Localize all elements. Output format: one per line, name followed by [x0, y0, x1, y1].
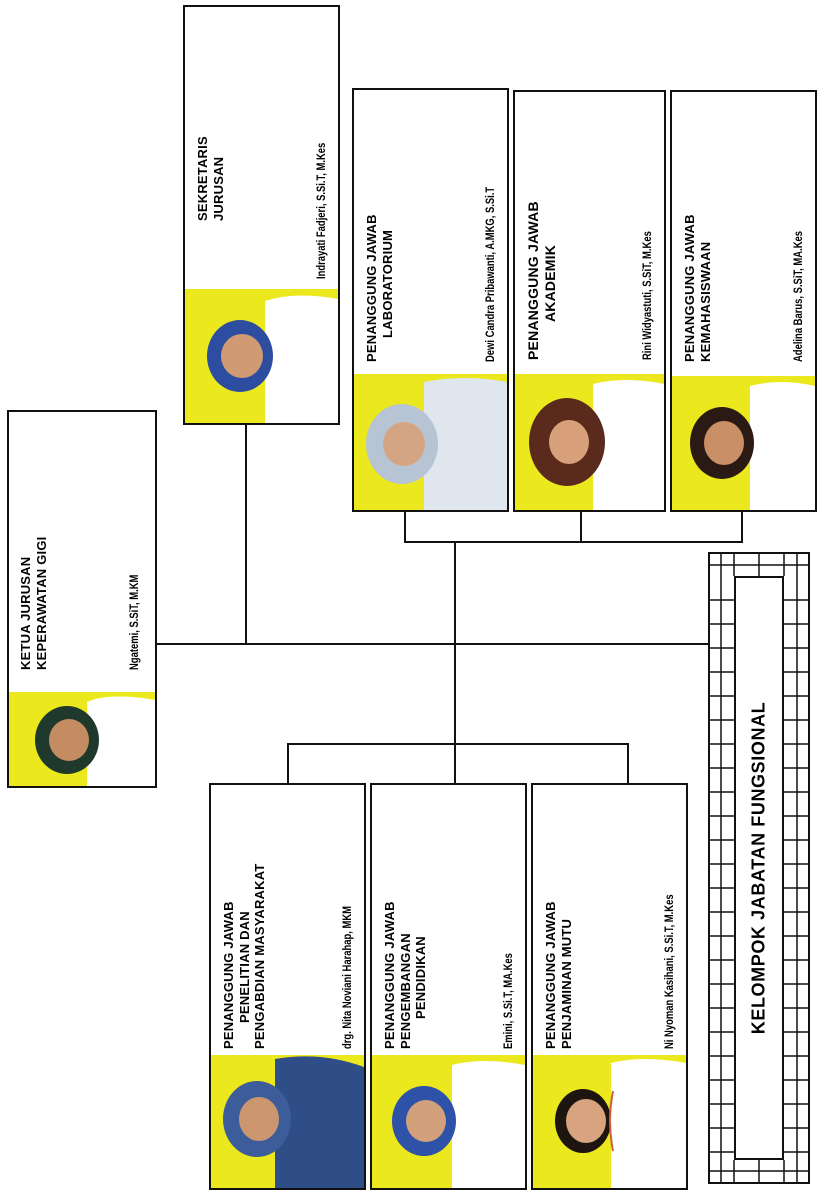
quality-photo	[533, 1055, 686, 1188]
upper-stem	[454, 543, 456, 644]
research-photo	[211, 1055, 364, 1188]
student-affairs-photo	[672, 376, 815, 510]
head-photo	[9, 692, 155, 786]
secretary-title: SEKRETARIS JURUSAN	[194, 136, 226, 221]
student-affairs-title: PENANGGUNG JAWAB KEMAHASISWAAN	[681, 214, 713, 362]
education-photo	[372, 1055, 525, 1188]
research-title: PENANGGUNG JAWAB PENELITIAN DAN PENGABDI…	[220, 863, 267, 1050]
research-drop	[287, 743, 289, 783]
quality-title: PENANGGUNG JAWAB PENJAMINAN MUTU	[542, 901, 574, 1049]
lab-name: Dewi Candra Pribawanti, A.MKG, S.Si.T	[484, 186, 497, 362]
functional-group-label: KELOMPOK JABATAN FUNGSIONAL	[748, 701, 769, 1035]
quality-name: Ni Nyoman Kasihani, S.Si.T, M.Kes	[663, 894, 676, 1049]
academic-title: PENANGGUNG JAWAB AKADEMIK	[524, 201, 558, 360]
head-card: KETUA JURUSAN KEPERAWATAN GIGI Ngatemi, …	[7, 410, 157, 788]
quality-card: PENANGGUNG JAWAB PENJAMINAN MUTU Ni Nyom…	[531, 783, 688, 1190]
lab-card: PENANGGUNG JAWAB LABORATORIUM Dewi Candr…	[352, 88, 509, 512]
secretary-connector	[245, 425, 247, 644]
functional-group-box: KELOMPOK JABATAN FUNGSIONAL	[708, 552, 810, 1184]
secretary-name: Indrayati Fadjeri, S.Si.T, M.Kes	[315, 142, 328, 279]
education-card: PENANGGUNG JAWAB PENGEMBANGAN PENDIDIKAN…	[370, 783, 527, 1190]
academic-photo	[515, 374, 664, 510]
academic-drop	[580, 512, 582, 543]
secretary-card: SEKRETARIS JURUSAN Indrayati Fadjeri, S.…	[183, 5, 340, 425]
lab-drop	[404, 512, 406, 543]
functional-group-grid	[710, 554, 808, 1182]
research-card: PENANGGUNG JAWAB PENELITIAN DAN PENGABDI…	[209, 783, 366, 1190]
education-drop	[454, 743, 456, 783]
secretary-photo	[185, 289, 338, 423]
lower-bracket	[287, 743, 629, 745]
education-name: Emini, S.Si.T, MA.Kes	[502, 953, 515, 1049]
lab-photo	[354, 374, 507, 510]
lower-stem	[454, 644, 456, 745]
academic-card: PENANGGUNG JAWAB AKADEMIK Rini Widyastut…	[513, 90, 666, 512]
upper-bracket	[404, 541, 743, 543]
head-title: KETUA JURUSAN KEPERAWATAN GIGI	[18, 536, 49, 670]
academic-name: Rini Widyastuti, S.SiT, M.Kes	[641, 231, 654, 360]
student-affairs-drop	[741, 512, 743, 543]
education-title: PENANGGUNG JAWAB PENGEMBANGAN PENDIDIKAN	[381, 901, 428, 1049]
functional-group-label-frame: KELOMPOK JABATAN FUNGSIONAL	[734, 576, 784, 1160]
main-trunk-line	[157, 643, 712, 645]
research-name: drg. Nita Noviani Harahap, MKM	[341, 905, 354, 1049]
head-name: Ngatemi, S.SiT, M.KM	[129, 574, 141, 670]
student-affairs-name: Adelina Barus, S.SiT, MA.Kes	[792, 230, 805, 362]
student-affairs-card: PENANGGUNG JAWAB KEMAHASISWAAN Adelina B…	[670, 90, 817, 512]
lab-title: PENANGGUNG JAWAB LABORATORIUM	[363, 214, 395, 362]
quality-drop	[627, 743, 629, 783]
